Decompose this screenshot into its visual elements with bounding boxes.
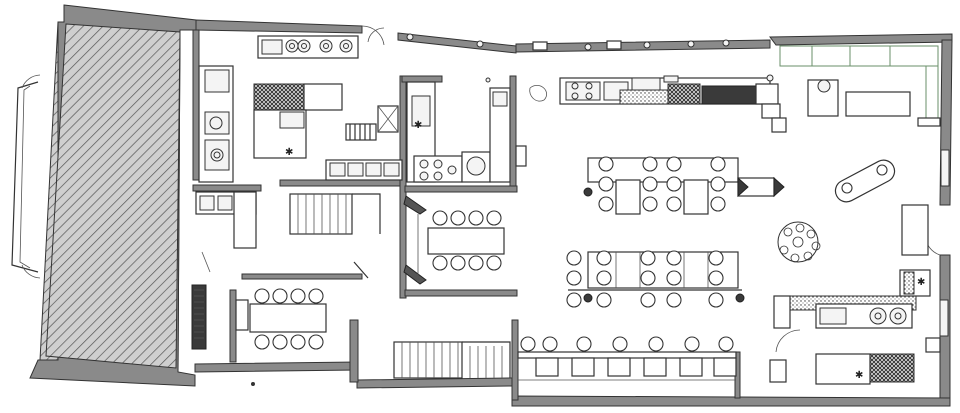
lower-left-room [191,251,369,386]
svg-text:✱: ✱ [414,120,422,131]
svg-text:✱: ✱ [917,277,925,288]
prep-area [779,45,941,127]
private-room [417,210,505,282]
main-kitchen-line [485,74,787,133]
planter-round [777,221,821,263]
exterior-walls [194,19,953,407]
main-dining [566,156,896,308]
window-bar [517,336,737,381]
lower-kitchen: ✱ ✱ [769,269,941,385]
interior-walls [192,29,741,401]
stairs-lower [393,341,511,379]
svg-text:✱: ✱ [285,147,293,158]
svg-text:✱: ✱ [855,370,863,381]
oval-table [834,159,896,203]
middle-kitchen: ✱ [406,81,527,183]
stairs-upper [289,193,381,235]
upper-left-kitchen: ✱ [195,35,403,249]
terrace [11,4,197,387]
